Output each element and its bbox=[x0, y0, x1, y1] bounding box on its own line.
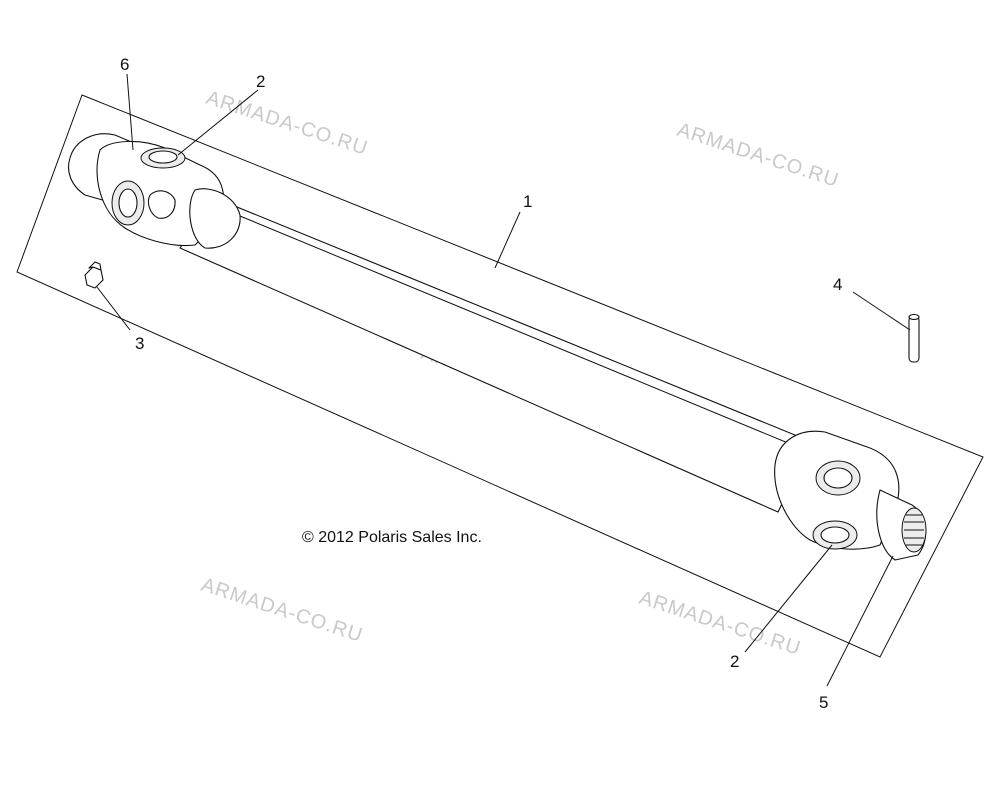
callout-2-rear: 2 bbox=[730, 652, 739, 671]
watermark: ARMADA-CO.RU bbox=[636, 587, 803, 660]
front-yoke-joint bbox=[67, 133, 241, 249]
grease-fitting bbox=[84, 261, 104, 289]
leader-3 bbox=[96, 286, 131, 331]
leader-lines bbox=[96, 73, 911, 687]
leader-6 bbox=[126, 73, 134, 151]
leader-2-rear bbox=[744, 544, 833, 653]
drive-shaft-tube bbox=[179, 197, 813, 513]
leader-1 bbox=[494, 211, 521, 269]
assembly-outline bbox=[16, 94, 984, 658]
watermark: ARMADA-CO.RU bbox=[203, 87, 370, 160]
callout-4: 4 bbox=[833, 275, 842, 294]
leader-4 bbox=[852, 291, 911, 331]
callout-5: 5 bbox=[819, 693, 828, 712]
callout-2-front: 2 bbox=[256, 72, 265, 91]
leader-5 bbox=[826, 555, 894, 687]
roll-pin bbox=[908, 313, 920, 363]
leader-2-front bbox=[177, 89, 259, 156]
callout-3: 3 bbox=[135, 334, 144, 353]
watermark: ARMADA-CO.RU bbox=[674, 119, 841, 192]
spline-teeth bbox=[904, 514, 924, 546]
copyright-notice: © 2012 Polaris Sales Inc. bbox=[302, 529, 482, 546]
watermark: ARMADA-CO.RU bbox=[198, 574, 365, 647]
rear-yoke-joint bbox=[774, 430, 927, 561]
callout-1: 1 bbox=[523, 192, 532, 211]
callouts: 1 2 2 3 4 5 6 bbox=[120, 55, 842, 712]
callout-6: 6 bbox=[120, 55, 129, 74]
